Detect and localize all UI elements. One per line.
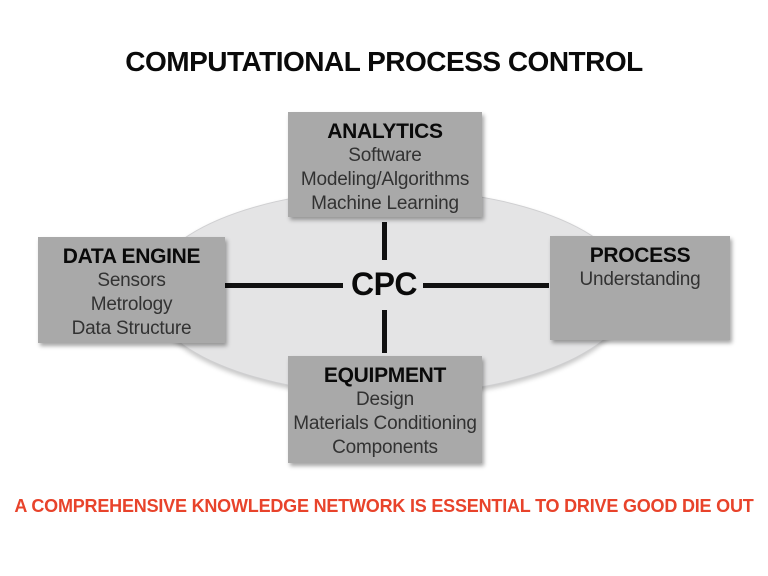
node-data-engine: DATA ENGINE Sensors Metrology Data Struc…: [38, 237, 225, 343]
slide-title: COMPUTATIONAL PROCESS CONTROL: [125, 46, 643, 77]
node-analytics-line: Machine Learning: [311, 193, 459, 214]
node-equipment: EQUIPMENT Design Materials Conditioning …: [288, 356, 482, 463]
node-analytics-line: Software: [348, 145, 422, 166]
connector-left: [218, 283, 343, 288]
node-data-engine-title: DATA ENGINE: [62, 245, 201, 268]
node-data-engine-line: Data Structure: [71, 318, 192, 339]
node-equipment-line: Materials Conditioning: [293, 413, 477, 434]
node-equipment-title: EQUIPMENT: [323, 364, 447, 387]
connector-bottom: [382, 310, 387, 353]
node-data-engine-line: Sensors: [97, 270, 166, 291]
hub-label-cpc: CPC: [350, 266, 418, 302]
node-process-line: Understanding: [579, 269, 701, 290]
node-equipment-line: Components: [332, 437, 438, 458]
node-process: PROCESS Understanding: [550, 236, 730, 340]
node-equipment-line: Design: [356, 389, 414, 410]
connector-right: [423, 283, 549, 288]
node-analytics: ANALYTICS Software Modeling/Algorithms M…: [288, 112, 482, 217]
footer-banner: A COMPREHENSIVE KNOWLEDGE NETWORK IS ESS…: [14, 496, 754, 516]
node-process-title: PROCESS: [589, 244, 691, 267]
node-analytics-title: ANALYTICS: [327, 120, 443, 143]
connector-top: [382, 222, 387, 260]
node-data-engine-line: Metrology: [90, 294, 173, 315]
node-analytics-line: Modeling/Algorithms: [300, 169, 470, 190]
